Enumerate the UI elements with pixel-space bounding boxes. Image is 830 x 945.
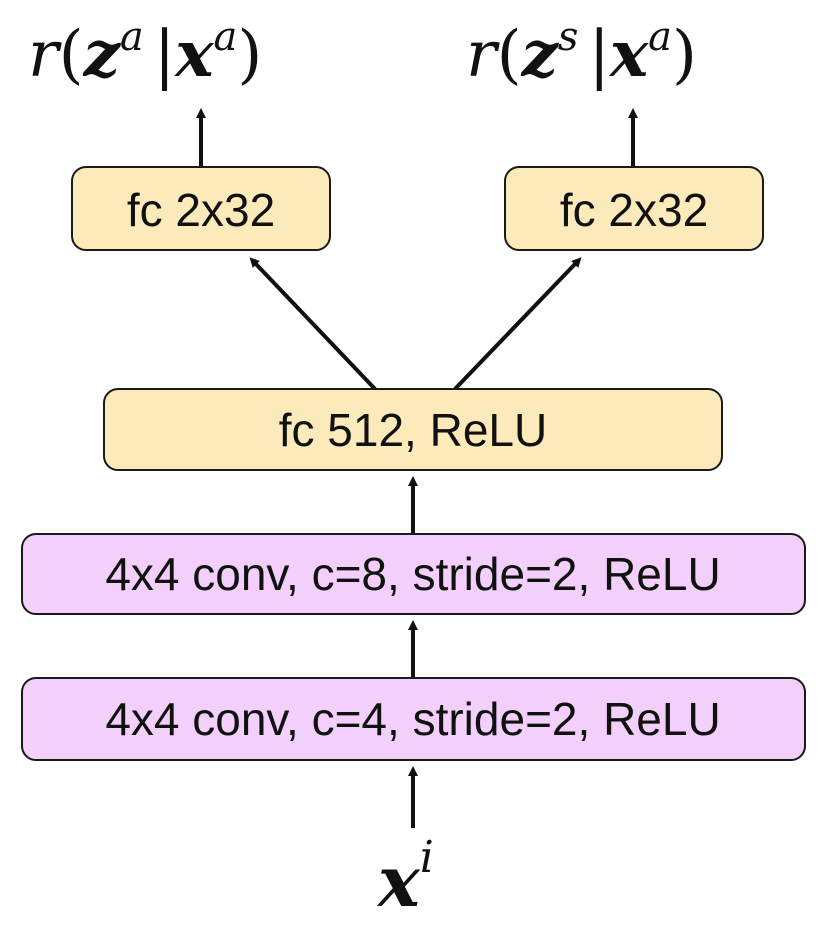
output-left-open-paren: ( bbox=[59, 18, 84, 92]
output-right-cond-superscript: a bbox=[648, 14, 672, 60]
conv-c4-label: 4x4 conv, c=4, stride=2, ReLU bbox=[105, 693, 720, 745]
fc-2x32-left-label: fc 2x32 bbox=[127, 184, 275, 236]
output-right-bar: | bbox=[588, 18, 610, 92]
output-right-cond: x bbox=[608, 17, 649, 92]
output-formula-right: r(zs|xa) bbox=[466, 14, 697, 92]
arrow-fc512-to-fc-right bbox=[453, 257, 582, 391]
output-right-close-paren: ) bbox=[672, 18, 697, 92]
input-var: x bbox=[376, 840, 421, 923]
conv-c4-box bbox=[21, 677, 806, 761]
output-formula-left: r(za|xa) bbox=[28, 14, 262, 92]
output-right-var-superscript: s bbox=[558, 14, 579, 60]
fc-512-relu-label: fc 512, ReLU bbox=[279, 404, 547, 456]
output-left-close-paren: ) bbox=[237, 18, 262, 92]
output-right-open-paren: ( bbox=[497, 18, 522, 92]
fc-2x32-right-label: fc 2x32 bbox=[560, 184, 708, 236]
input-variable: xi bbox=[376, 832, 434, 923]
output-left-var: z bbox=[83, 17, 122, 92]
fc-2x32-right-box bbox=[504, 166, 764, 251]
fc-2x32-left-box bbox=[71, 166, 331, 251]
output-right-var: z bbox=[521, 17, 560, 92]
conv-c8-box bbox=[21, 533, 806, 615]
output-left-cond-superscript: a bbox=[213, 14, 237, 60]
output-left-var-superscript: a bbox=[120, 14, 144, 60]
conv-c8-label: 4x4 conv, c=8, stride=2, ReLU bbox=[105, 548, 720, 600]
arrow-fc512-to-fc-left bbox=[249, 257, 377, 391]
output-right-func: r bbox=[466, 18, 500, 92]
output-left-bar: | bbox=[154, 18, 176, 92]
input-superscript: i bbox=[420, 832, 434, 883]
fc-512-relu-box bbox=[103, 388, 723, 471]
output-left-cond: x bbox=[173, 17, 214, 92]
output-left-func: r bbox=[28, 18, 62, 92]
